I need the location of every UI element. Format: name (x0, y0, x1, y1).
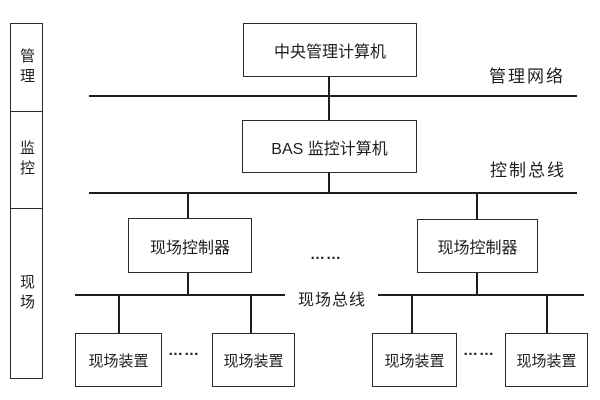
connector-field-bus-to-device-1 (118, 296, 120, 333)
sidebar-level-management: 管理 (11, 24, 42, 112)
connector-bus-to-controller-right (476, 194, 478, 219)
management-network-label: 管理网络 (489, 67, 565, 86)
field-bus-label: 现场总线 (298, 292, 367, 309)
field-device-node-2: 现场装置 (212, 333, 295, 387)
connector-controller-left-to-field-bus (187, 273, 189, 294)
management-network-line (89, 95, 577, 97)
central-management-computer-node: 中央管理计算机 (243, 23, 417, 77)
connector-central-to-mgmt-bus (328, 77, 330, 120)
field-bus-line-right (378, 294, 584, 296)
ellipsis-devices-left: …… (168, 342, 200, 359)
control-bus-line (89, 192, 577, 194)
control-bus-label: 控制总线 (490, 161, 566, 180)
ellipsis-devices-right: …… (463, 342, 495, 359)
field-device-node-1: 现场装置 (75, 333, 162, 387)
field-controller-node-right: 现场控制器 (417, 219, 538, 273)
sidebar-level-field: 现场 (18, 273, 35, 314)
connector-controller-right-to-field-bus (476, 273, 478, 294)
connector-field-bus-to-device-2 (250, 296, 252, 333)
bas-monitoring-computer-node: BAS 监控计算机 (242, 120, 417, 173)
connector-bus-to-controller-left (187, 194, 189, 218)
field-bus-line-left (75, 294, 285, 296)
sidebar-level-monitoring: 监控 (11, 112, 42, 209)
field-controller-node-left: 现场控制器 (128, 218, 252, 273)
connector-bas-to-control-bus (328, 172, 330, 193)
ellipsis-controllers: …… (310, 246, 342, 263)
connector-field-bus-to-device-3 (411, 296, 413, 333)
level-legend-bar: 管理 监控 现场 (10, 23, 43, 379)
connector-field-bus-to-device-4 (546, 296, 548, 333)
field-device-node-3: 现场装置 (372, 333, 457, 387)
field-device-node-4: 现场装置 (505, 333, 588, 387)
